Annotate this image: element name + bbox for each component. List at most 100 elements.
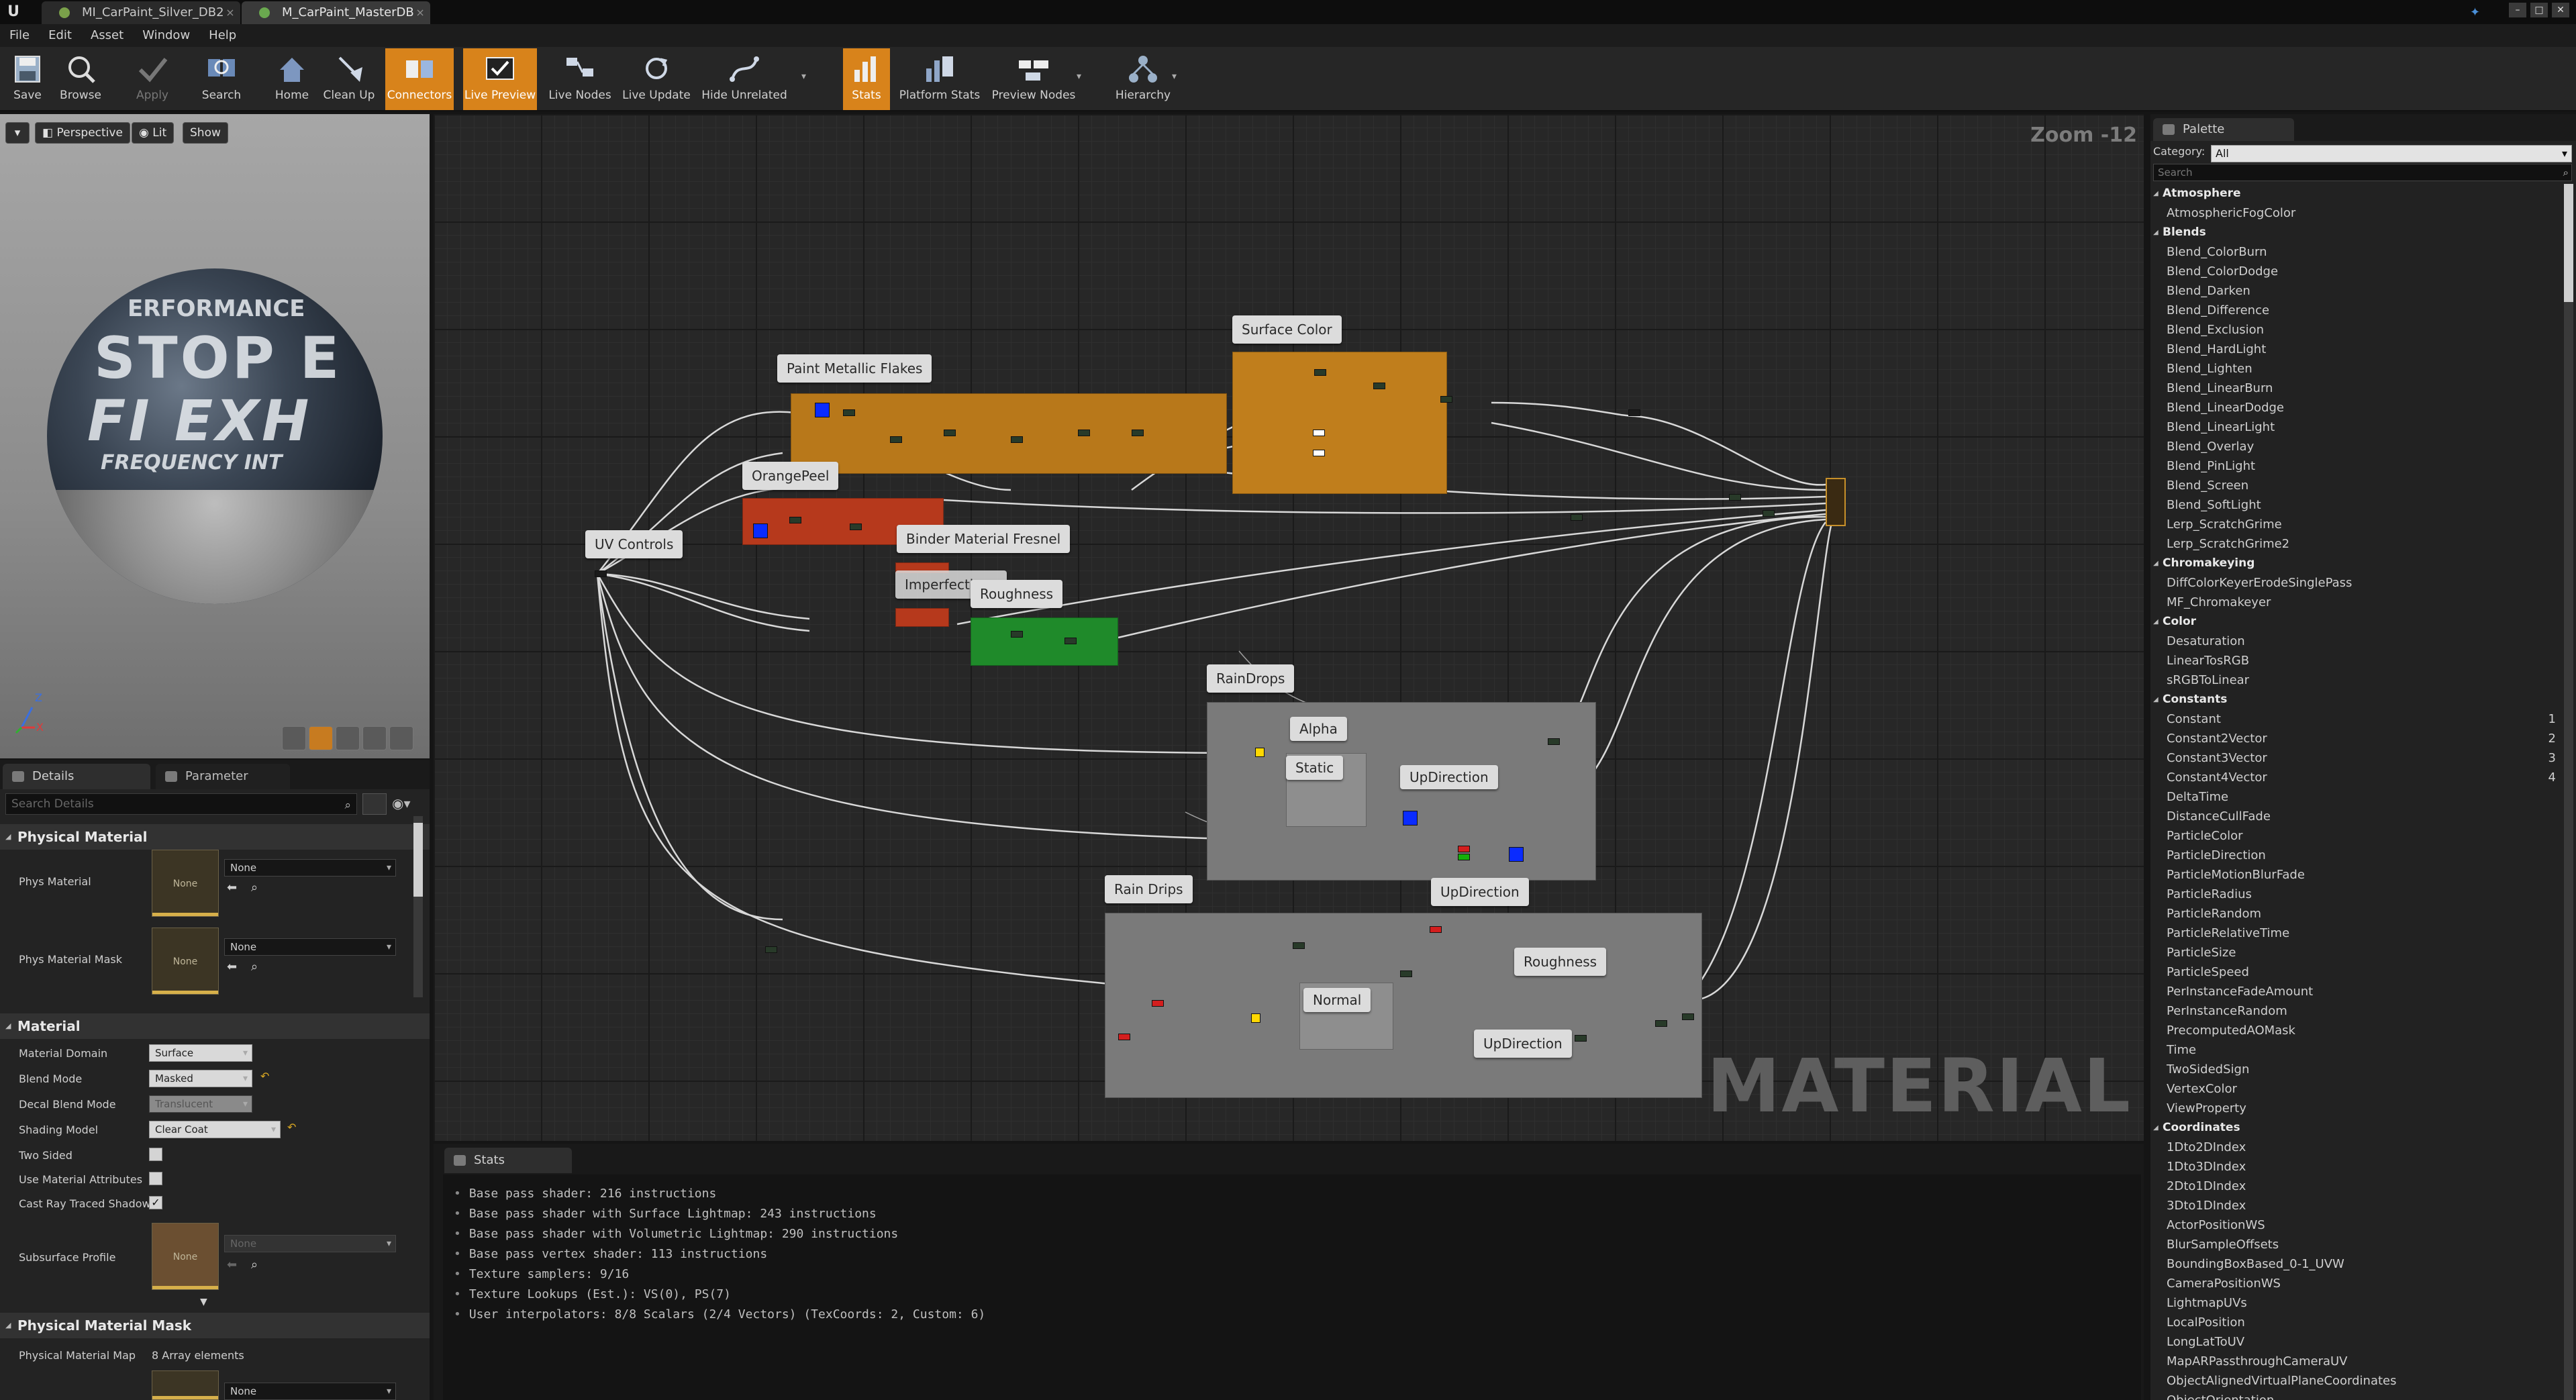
comment-label[interactable]: Rain Drips xyxy=(1105,875,1193,903)
graph-node[interactable] xyxy=(1314,369,1326,376)
browse-magnifier-icon[interactable]: ⌕ xyxy=(251,881,258,895)
details-search-input[interactable]: Search Details ⌕ xyxy=(5,793,357,815)
palette-item[interactable]: TwoSidedSign xyxy=(2167,1062,2250,1077)
material-graph[interactable]: Paint Metallic Flakes Surface Color Oran… xyxy=(434,114,2144,1141)
comment-label[interactable]: Alpha xyxy=(1290,717,1347,741)
menu-edit[interactable]: Edit xyxy=(48,28,72,42)
show-button[interactable]: Show xyxy=(183,122,228,144)
vector-param-node[interactable] xyxy=(1509,847,1524,862)
graph-node[interactable] xyxy=(1655,1020,1667,1027)
platform-stats-button[interactable]: Platform Stats xyxy=(897,48,983,110)
graph-node[interactable] xyxy=(1118,1034,1130,1040)
palette-item[interactable]: Time xyxy=(2167,1043,2197,1057)
subsurface-profile-combo[interactable]: None xyxy=(224,1235,396,1252)
use-selected-arrow-icon[interactable]: ⬅ xyxy=(227,960,238,974)
palette-item[interactable]: ParticleSpeed xyxy=(2167,965,2249,979)
palette-category[interactable]: Atmosphere xyxy=(2150,184,2563,203)
expand-advanced-chevron-icon[interactable]: ▼ xyxy=(200,1297,207,1307)
preview-viewport[interactable]: ▾ ◧ Perspective ◉ Lit Show ERFORMANCE ST… xyxy=(0,114,430,758)
palette-item[interactable]: Blend_Overlay xyxy=(2167,440,2255,454)
palette-item[interactable]: 3Dto1DIndex xyxy=(2167,1199,2246,1213)
palette-item[interactable]: Blend_ColorBurn xyxy=(2167,245,2267,259)
material-domain-combo[interactable]: Surface xyxy=(149,1044,252,1062)
palette-item[interactable]: DiffColorKeyerErodeSinglePass xyxy=(2167,576,2352,590)
subsurface-profile-thumbnail[interactable]: None xyxy=(152,1223,219,1290)
palette-item[interactable]: sRGBToLinear xyxy=(2167,673,2250,687)
reset-to-default-icon[interactable]: ↶ xyxy=(260,1070,270,1083)
palette-item[interactable]: ObjectAlignedVirtualPlaneCoordinates xyxy=(2167,1374,2397,1388)
clean-up-button[interactable]: Clean Up xyxy=(321,48,377,110)
home-button[interactable]: Home xyxy=(268,48,315,110)
details-scrollbar[interactable] xyxy=(413,816,423,997)
phys-material-map-combo[interactable]: None xyxy=(224,1383,396,1400)
perspective-button[interactable]: ◧ Perspective xyxy=(35,122,130,144)
graph-node[interactable] xyxy=(1078,430,1090,436)
chevron-down-icon[interactable]: ▾ xyxy=(1172,71,1177,82)
graph-node[interactable] xyxy=(1571,514,1583,521)
palette-item[interactable]: DistanceCullFade xyxy=(2167,809,2271,823)
palette-item[interactable]: Blend_LinearBurn xyxy=(2167,381,2273,395)
palette-item[interactable]: Blend_ColorDodge xyxy=(2167,264,2279,279)
palette-item[interactable]: MF_Chromakeyer xyxy=(2167,595,2271,609)
live-preview-button[interactable]: Live Preview xyxy=(463,48,537,110)
palette-item[interactable]: DeltaTime xyxy=(2167,790,2229,804)
phys-material-mask-thumbnail[interactable]: None xyxy=(152,928,219,995)
tab-stats[interactable]: Stats xyxy=(444,1148,572,1173)
menu-window[interactable]: Window xyxy=(142,28,191,42)
use-selected-arrow-icon[interactable]: ⬅ xyxy=(227,881,238,895)
palette-item[interactable]: Blend_Exclusion xyxy=(2167,323,2265,337)
comment-label[interactable]: Normal xyxy=(1303,988,1371,1012)
palette-item[interactable]: Blend_Screen xyxy=(2167,479,2249,493)
palette-item[interactable]: MapARPassthroughCameraUV xyxy=(2167,1354,2348,1368)
hierarchy-button[interactable]: Hierarchy xyxy=(1113,48,1173,110)
palette-item[interactable]: Blend_Lighten xyxy=(2167,362,2252,376)
graph-node[interactable] xyxy=(1400,970,1412,977)
palette-item[interactable]: ActorPositionWS xyxy=(2167,1218,2265,1232)
palette-item[interactable]: 1Dto2DIndex xyxy=(2167,1140,2246,1154)
live-nodes-button[interactable]: Live Nodes xyxy=(545,48,615,110)
menu-asset[interactable]: Asset xyxy=(90,28,124,42)
menu-file[interactable]: File xyxy=(9,28,30,42)
comment-raindrops[interactable] xyxy=(1207,702,1596,881)
palette-item[interactable]: 2Dto1DIndex xyxy=(2167,1179,2246,1193)
graph-node[interactable] xyxy=(1430,926,1442,933)
vector-param-node[interactable] xyxy=(1403,811,1418,826)
graph-node[interactable] xyxy=(1011,631,1023,638)
graph-node[interactable] xyxy=(1152,1000,1164,1007)
tab-mi-carpaint-silver[interactable]: MI_CarPaint_Silver_DB2 × xyxy=(42,1,240,24)
lit-button[interactable]: ◉ Lit xyxy=(132,122,175,144)
palette-item[interactable]: ParticleDirection xyxy=(2167,848,2266,862)
palette-category[interactable]: Color xyxy=(2150,612,2563,632)
palette-item[interactable]: ParticleRelativeTime xyxy=(2167,926,2290,940)
browse-magnifier-icon[interactable]: ⌕ xyxy=(251,1258,258,1272)
plane-preview-button[interactable] xyxy=(336,726,360,750)
palette-item[interactable]: ParticleRandom xyxy=(2167,907,2262,921)
palette-item[interactable]: Blend_SoftLight xyxy=(2167,498,2261,512)
graph-node[interactable] xyxy=(1575,1035,1587,1042)
live-update-button[interactable]: Live Update xyxy=(622,48,691,110)
phys-material-mask-combo[interactable]: None xyxy=(224,938,396,956)
palette-category[interactable]: Coordinates xyxy=(2150,1118,2563,1138)
sphere-preview-button[interactable] xyxy=(309,726,333,750)
palette-item[interactable]: CameraPositionWS xyxy=(2167,1277,2281,1291)
save-button[interactable]: Save xyxy=(4,48,51,110)
palette-item[interactable]: PerInstanceRandom xyxy=(2167,1004,2287,1018)
browse-button[interactable]: Browse xyxy=(55,48,106,110)
graph-node[interactable] xyxy=(1763,510,1775,517)
palette-category[interactable]: Blends xyxy=(2150,223,2563,242)
palette-item[interactable]: Blend_HardLight xyxy=(2167,342,2267,356)
palette-item[interactable]: ObjectOrientation xyxy=(2150,1391,2563,1400)
physical-material-category[interactable]: Physical Material xyxy=(0,824,430,850)
comment-rain-drips[interactable] xyxy=(1105,913,1702,1098)
preview-nodes-button[interactable]: Preview Nodes xyxy=(989,48,1078,110)
property-matrix-button[interactable] xyxy=(362,793,387,815)
constant-node[interactable] xyxy=(1313,450,1325,456)
palette-item[interactable]: BlurSampleOffsets xyxy=(2167,1238,2279,1252)
palette-search-input[interactable]: Search ⌕ xyxy=(2153,164,2572,181)
graph-node[interactable] xyxy=(1064,638,1077,644)
palette-item[interactable]: LongLatToUV xyxy=(2167,1335,2245,1349)
mesh-preview-button[interactable] xyxy=(389,726,413,750)
palette-item[interactable]: Blend_Difference xyxy=(2167,303,2270,317)
menu-help[interactable]: Help xyxy=(209,28,237,42)
